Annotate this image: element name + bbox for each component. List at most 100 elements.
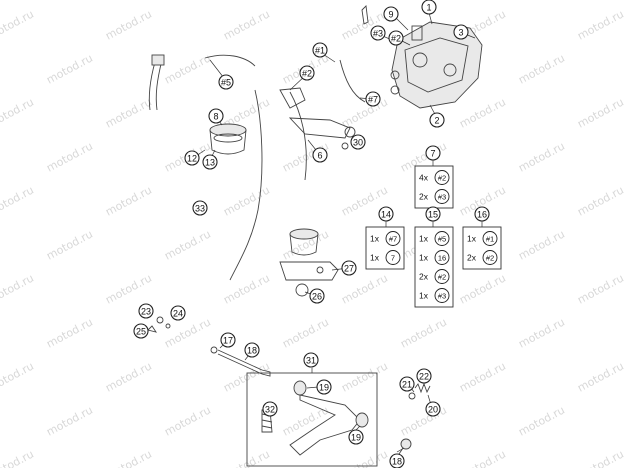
watermark-text: motod.ru <box>0 7 36 42</box>
watermark-text: motod.ru <box>516 139 567 174</box>
watermark-text: motod.ru <box>280 403 331 438</box>
watermark-text: motod.ru <box>221 183 272 218</box>
callout-13: 13 <box>202 154 218 170</box>
callout-hash-2: #2 <box>299 65 315 81</box>
callout-number: 18 <box>392 457 402 467</box>
watermark-text: motod.ru <box>162 403 213 438</box>
watermark-text: motod.ru <box>575 95 625 130</box>
kit-row: 2x#3 <box>419 189 450 204</box>
kit-row-qty: 1x <box>419 291 429 301</box>
callout-number: 24 <box>173 309 183 319</box>
watermark-text: motod.ru <box>339 359 390 394</box>
watermark-text: motod.ru <box>103 95 154 130</box>
svg-text:#3: #3 <box>438 193 446 202</box>
kit-row: 1x #3 <box>419 288 450 303</box>
kit-number: 14 <box>381 210 391 220</box>
watermark-text: motod.ru <box>44 139 95 174</box>
watermark-text: motod.ru <box>575 183 625 218</box>
kit-row-ref: #5 <box>434 231 450 246</box>
kit-row-qty: 4x <box>419 173 429 183</box>
callout-17: 17 <box>220 332 236 348</box>
watermark-text: motod.ru <box>575 271 625 306</box>
kit-row-ref: 16 <box>434 250 450 265</box>
watermark-text: motod.ru <box>44 227 95 262</box>
svg-text:#1: #1 <box>486 235 494 244</box>
callout-2: 2 <box>429 112 445 128</box>
kit-row: 1x #5 <box>419 231 450 246</box>
svg-text:16: 16 <box>438 254 446 263</box>
watermark-text: motod.ru <box>516 227 567 262</box>
callout-number: 19 <box>351 433 361 443</box>
kit-row-ref: #3 <box>434 288 450 303</box>
kit-row: 1x#7 <box>370 231 401 246</box>
callout-number: 21 <box>402 380 412 390</box>
callout-8: 8 <box>208 108 224 124</box>
callout-hash-7: #7 <box>365 91 381 107</box>
small-bolts <box>147 316 171 333</box>
kit-callout: 14 <box>378 206 394 222</box>
master-cylinder-housing <box>361 5 483 109</box>
callout-hash-1: #1 <box>312 42 328 58</box>
watermark-text: motod.ru <box>339 95 390 130</box>
kit-row-qty: 2x <box>419 272 429 282</box>
svg-text:#2: #2 <box>486 254 494 263</box>
watermark-text: motod.ru <box>221 7 272 42</box>
callout-number: 17 <box>223 336 233 346</box>
callout-number: 33 <box>195 204 205 214</box>
watermark-text: motod.ru <box>103 183 154 218</box>
callout-12: 12 <box>184 150 200 166</box>
kit-box-15: 15 1x #5 1x 16 2x #2 1x #3 <box>414 206 454 308</box>
callout-30: 30 <box>350 134 366 150</box>
callout-number: 6 <box>317 151 322 161</box>
brake-pedal <box>261 380 369 456</box>
callout-number: 25 <box>136 327 146 337</box>
callout-18: 18 <box>389 453 405 468</box>
kit-callout: 15 <box>425 206 441 222</box>
watermark-text: motod.ru <box>162 315 213 350</box>
watermark-text: motod.ru <box>162 227 213 262</box>
kit-row-ref: #7 <box>385 231 401 246</box>
callout-25: 25 <box>133 323 149 339</box>
callout-number: 1 <box>426 3 431 13</box>
watermark-text: motod.ru <box>575 359 625 394</box>
kit-row-qty: 1x <box>419 253 429 263</box>
watermark-text: motod.ru <box>44 315 95 350</box>
watermark-text: motod.ru <box>398 403 449 438</box>
callout-22: 22 <box>416 368 432 384</box>
svg-text:#7: #7 <box>389 235 397 244</box>
svg-text:#2: #2 <box>438 273 446 282</box>
rear-master-cylinder <box>279 228 339 297</box>
watermark-text: motod.ru <box>0 271 36 306</box>
callout-20: 20 <box>425 401 441 417</box>
callout-number: #1 <box>315 46 325 56</box>
callout-number: 20 <box>428 405 438 415</box>
watermark-text: motod.ru <box>575 447 625 468</box>
watermark-text: motod.ru <box>103 447 154 468</box>
kit-row-ref: #3 <box>434 189 450 204</box>
watermark-text: motod.ru <box>103 7 154 42</box>
kit-box-7: 74x#22x#3 <box>414 145 454 209</box>
svg-text:7: 7 <box>391 254 395 263</box>
kit-row-qty: 1x <box>419 234 429 244</box>
callout-hash-5: #5 <box>218 74 234 90</box>
kit-row-ref: #2 <box>482 250 498 265</box>
callout-number: 30 <box>353 138 363 148</box>
callout-number: 8 <box>213 112 218 122</box>
callout-number: 19 <box>319 383 329 393</box>
callout-number: 18 <box>247 346 257 356</box>
watermark-text: motod.ru <box>0 359 36 394</box>
callout-number: #2 <box>302 69 312 79</box>
callout-number: 22 <box>419 372 429 382</box>
callout-1: 1 <box>421 0 437 15</box>
kit-row: 4x#2 <box>419 170 450 185</box>
callout-26: 26 <box>309 288 325 304</box>
kit-number: 16 <box>477 210 487 220</box>
brake-lines <box>229 59 366 281</box>
callout-number: 23 <box>141 307 151 317</box>
watermark-text: motod.ru <box>0 95 36 130</box>
callout-number: 31 <box>306 356 316 366</box>
